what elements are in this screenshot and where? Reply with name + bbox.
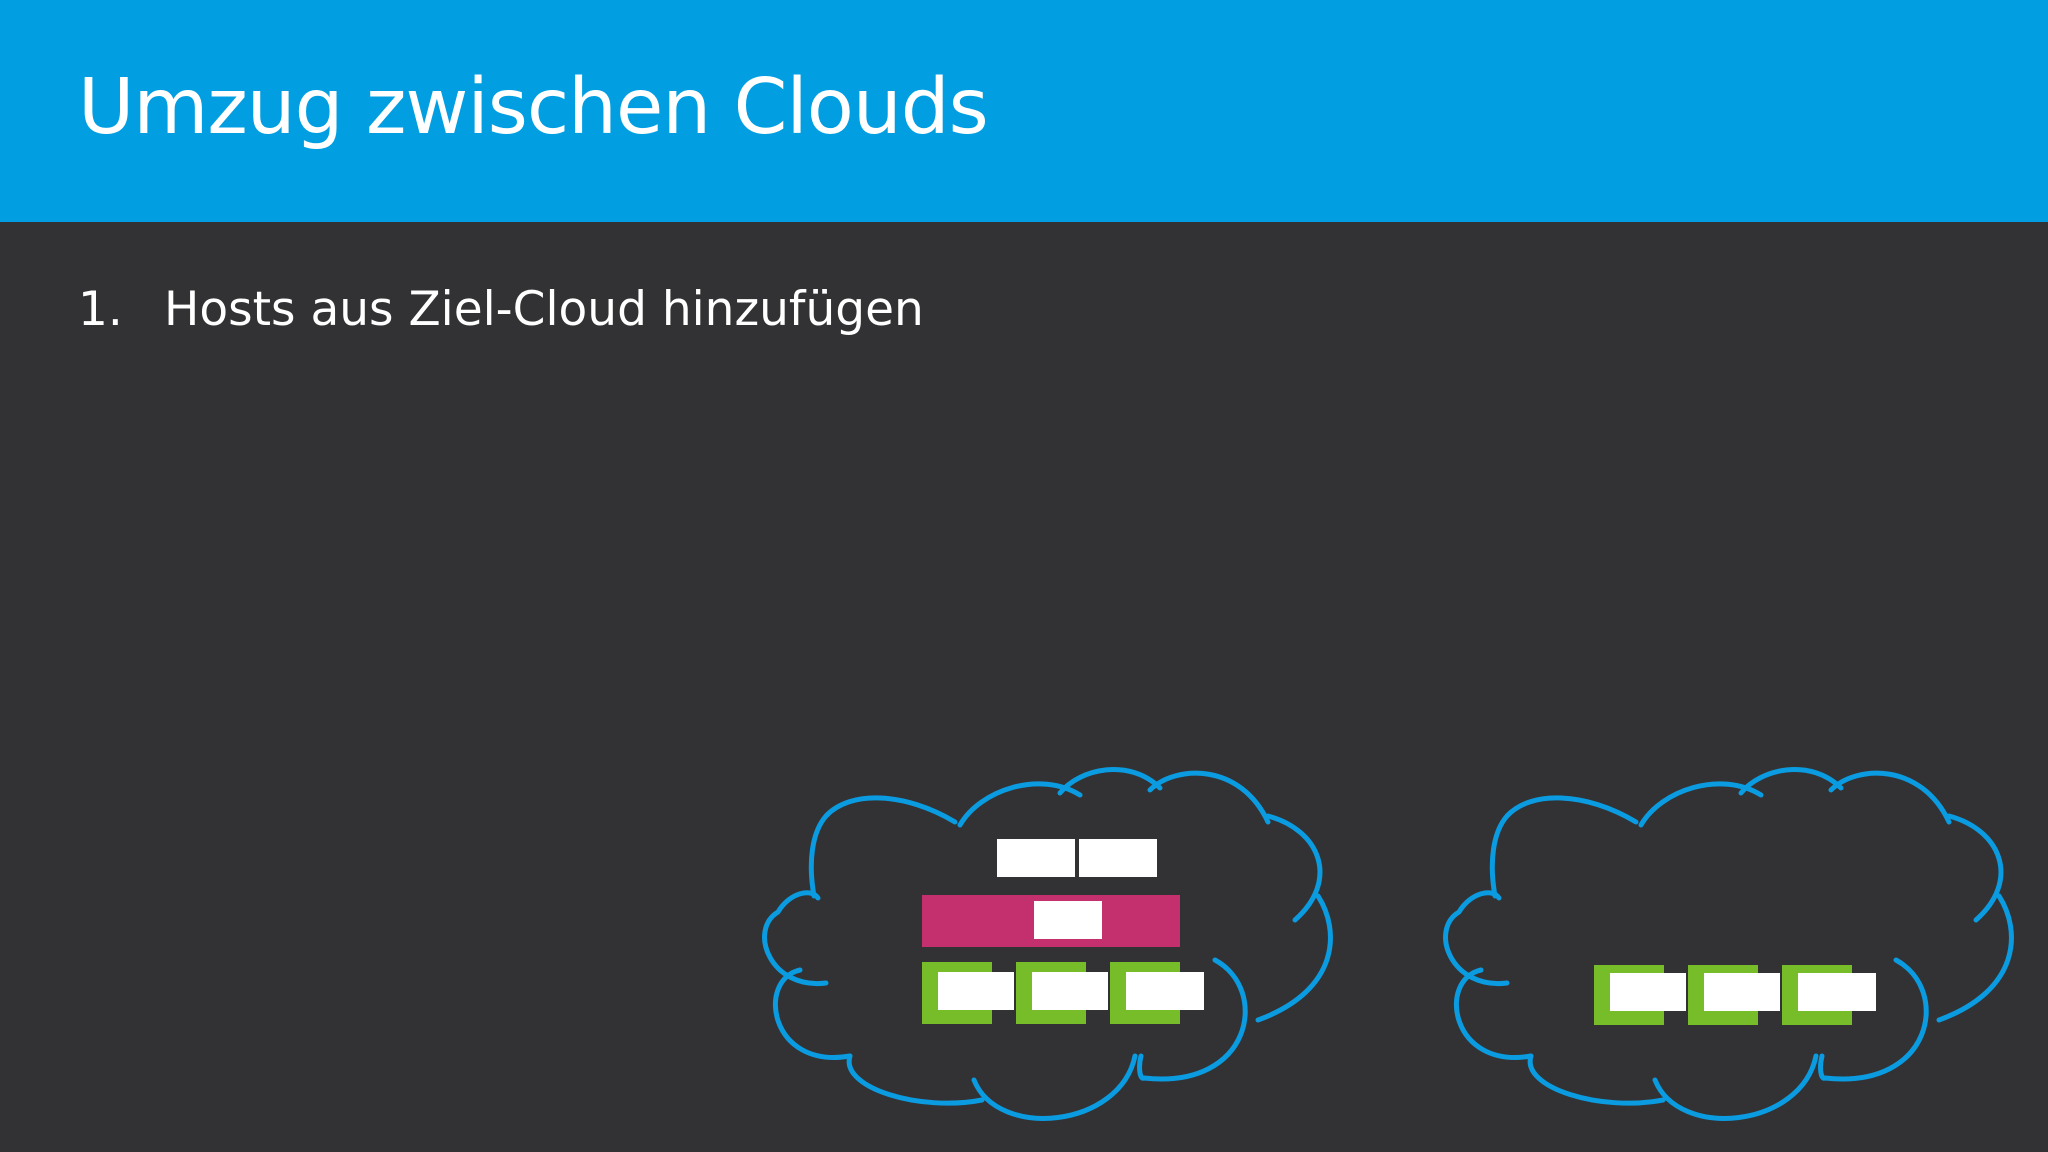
slide-title: Umzug zwischen Clouds [78,63,989,152]
container-layer [997,839,1157,877]
bullet-text: Hosts aus Ziel-Cloud hinzufügen [164,282,924,337]
bullet-number: 1. [78,282,123,337]
host-container [938,972,1014,1010]
container-block [997,839,1075,877]
host-layer [1594,965,1876,1025]
host-container [1798,973,1876,1011]
bullet-item: 1. Hosts aus Ziel-Cloud hinzufügen [78,280,924,340]
source-cloud [765,769,1331,1118]
service-layer [922,895,1180,947]
container-block [1079,839,1157,877]
header-band [0,0,2048,222]
host-layer [922,962,1204,1024]
host-container [1704,973,1780,1011]
target-cloud [1446,769,2012,1118]
host-container [1610,973,1686,1011]
bullet-list: 1. Hosts aus Ziel-Cloud hinzufügen [78,280,924,340]
host-container [1126,972,1204,1010]
service-container [1034,901,1102,939]
host-container [1032,972,1108,1010]
